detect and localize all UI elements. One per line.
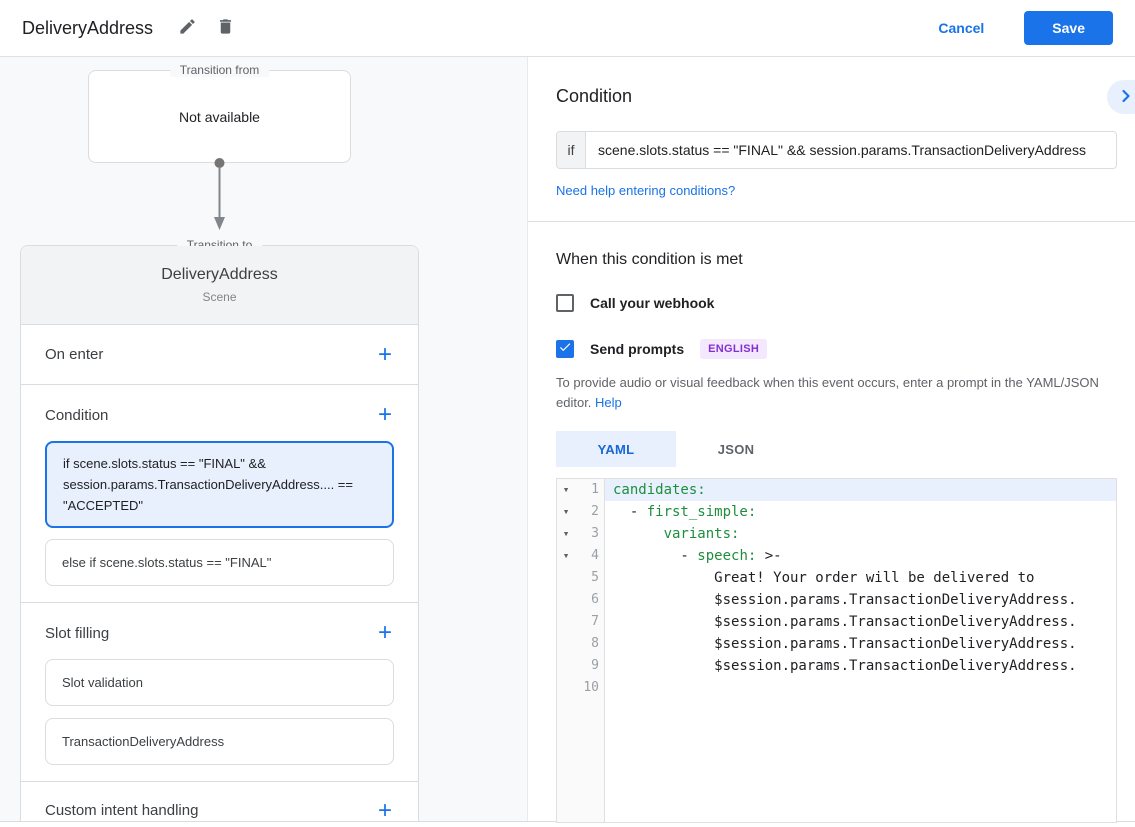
code-text[interactable]: - first_simple: [613,504,757,520]
code-line: 9 $session.params.TransactionDeliveryAdd… [557,655,1116,677]
page-title: DeliveryAddress [22,17,154,38]
condition-expression-input[interactable] [586,132,1116,168]
line-number: 5 [575,567,605,589]
send-prompts-checkbox[interactable] [556,340,574,358]
code-line: 6 $session.params.TransactionDeliveryAdd… [557,589,1116,611]
editor-tabs: YAML JSON [556,431,1135,467]
webhook-label: Call your webhook [590,295,715,311]
transition-from-box: Transition from Not available [88,63,351,163]
code-text[interactable] [605,677,1116,699]
chevron-right-icon [1116,86,1135,109]
panel-divider [528,221,1135,222]
add-slot-button[interactable]: + [377,619,392,646]
add-custom-intent-button[interactable]: + [377,796,392,821]
fold-gutter [557,567,575,589]
tab-yaml[interactable]: YAML [556,431,676,467]
code-text[interactable]: - speech: >- [613,548,782,564]
fold-arrow-icon[interactable]: ▾ [557,479,575,501]
code-text[interactable]: $session.params.TransactionDeliveryAddre… [613,636,1077,652]
panel-heading: Condition [556,86,633,106]
fold-gutter [557,611,575,633]
slot-transaction-card[interactable]: TransactionDeliveryAddress [45,718,394,765]
scene-name: DeliveryAddress [161,266,278,283]
code-line: ▾2 - first_simple: [557,501,1116,523]
code-text[interactable]: variants: [663,526,740,542]
code-line: ▾3 variants: [557,523,1116,545]
condition-input-group: if [556,131,1117,169]
prompt-editor-description: To provide audio or visual feedback when… [556,375,1099,410]
code-text[interactable]: $session.params.TransactionDeliveryAddre… [613,592,1077,608]
condition-section: Condition + if scene.slots.status == "FI… [21,384,418,602]
line-number: 7 [575,611,605,633]
code-text[interactable]: candidates: [605,479,1116,501]
help-link[interactable]: Help [595,395,622,410]
send-prompts-label: Send prompts [590,341,685,357]
if-prefix-label: if [557,132,586,168]
checkmark-icon [558,340,572,359]
edit-title-button[interactable] [171,12,203,44]
transition-to-card: Transition to DeliveryAddress Scene On e… [20,238,419,821]
line-number: 3 [575,523,605,545]
fold-gutter [557,677,575,699]
on-enter-section: On enter + [21,324,418,384]
slot-filling-label: Slot filling [45,624,110,642]
condition-help-link[interactable]: Need help entering conditions? [556,183,736,198]
delete-scene-button[interactable] [209,12,241,44]
line-number: 1 [575,479,605,501]
transition-from-legend: Transition from [169,63,270,77]
content-area: Transition from Not available Transition… [0,57,1135,823]
slot-filling-section: Slot filling + Slot validation Transacti… [21,602,418,781]
fold-arrow-icon[interactable]: ▾ [557,523,575,545]
top-bar: DeliveryAddress Cancel Save [0,0,1135,57]
line-number: 4 [575,545,605,567]
scene-card-header[interactable]: DeliveryAddress Scene [21,246,418,324]
send-prompts-row: Send prompts ENGLISH [556,339,1135,359]
scene-type-label: Scene [202,290,237,304]
when-condition-heading: When this condition is met [556,251,743,268]
code-line: ▾4 - speech: >- [557,545,1116,567]
webhook-checkbox[interactable] [556,294,574,312]
line-number: 10 [575,677,605,699]
line-number: 9 [575,655,605,677]
editor-gutter-fill [557,699,605,822]
slot-validation-card[interactable]: Slot validation [45,659,394,706]
collapse-panel-button[interactable] [1107,80,1135,114]
transition-from-value: Not available [179,108,260,125]
add-on-enter-button[interactable]: + [377,340,392,368]
fold-gutter [557,589,575,611]
code-text[interactable]: $session.params.TransactionDeliveryAddre… [613,658,1077,674]
custom-intent-label: Custom intent handling [45,802,199,819]
cancel-button[interactable]: Cancel [922,12,1000,44]
code-text[interactable]: $session.params.TransactionDeliveryAddre… [613,614,1077,630]
code-text[interactable]: Great! Your order will be delivered to [613,570,1035,586]
save-button[interactable]: Save [1024,11,1113,45]
fold-gutter [557,633,575,655]
scene-graph-panel: Transition from Not available Transition… [0,57,528,821]
fold-gutter [557,655,575,677]
code-line: 7 $session.params.TransactionDeliveryAdd… [557,611,1116,633]
transition-arrow [214,158,225,230]
condition-detail-panel: Condition if Need help entering conditio… [528,57,1135,823]
line-number: 6 [575,589,605,611]
trash-icon [216,17,235,39]
webhook-row: Call your webhook [556,294,1135,312]
fold-arrow-icon[interactable]: ▾ [557,501,575,523]
code-line: 10 [557,677,1116,699]
tab-json[interactable]: JSON [676,431,796,467]
line-number: 2 [575,501,605,523]
fold-arrow-icon[interactable]: ▾ [557,545,575,567]
custom-intent-section: Custom intent handling + [21,781,418,821]
add-condition-button[interactable]: + [377,401,392,428]
condition-section-label: Condition [45,406,109,424]
code-line: 5 Great! Your order will be delivered to [557,567,1116,589]
condition-card-selected[interactable]: if scene.slots.status == "FINAL" && sess… [45,441,394,528]
on-enter-label: On enter [45,346,104,363]
pencil-icon [178,17,197,39]
code-line: 8 $session.params.TransactionDeliveryAdd… [557,633,1116,655]
language-badge: ENGLISH [700,339,768,359]
condition-card-else[interactable]: else if scene.slots.status == "FINAL" [45,539,394,586]
line-number: 8 [575,633,605,655]
